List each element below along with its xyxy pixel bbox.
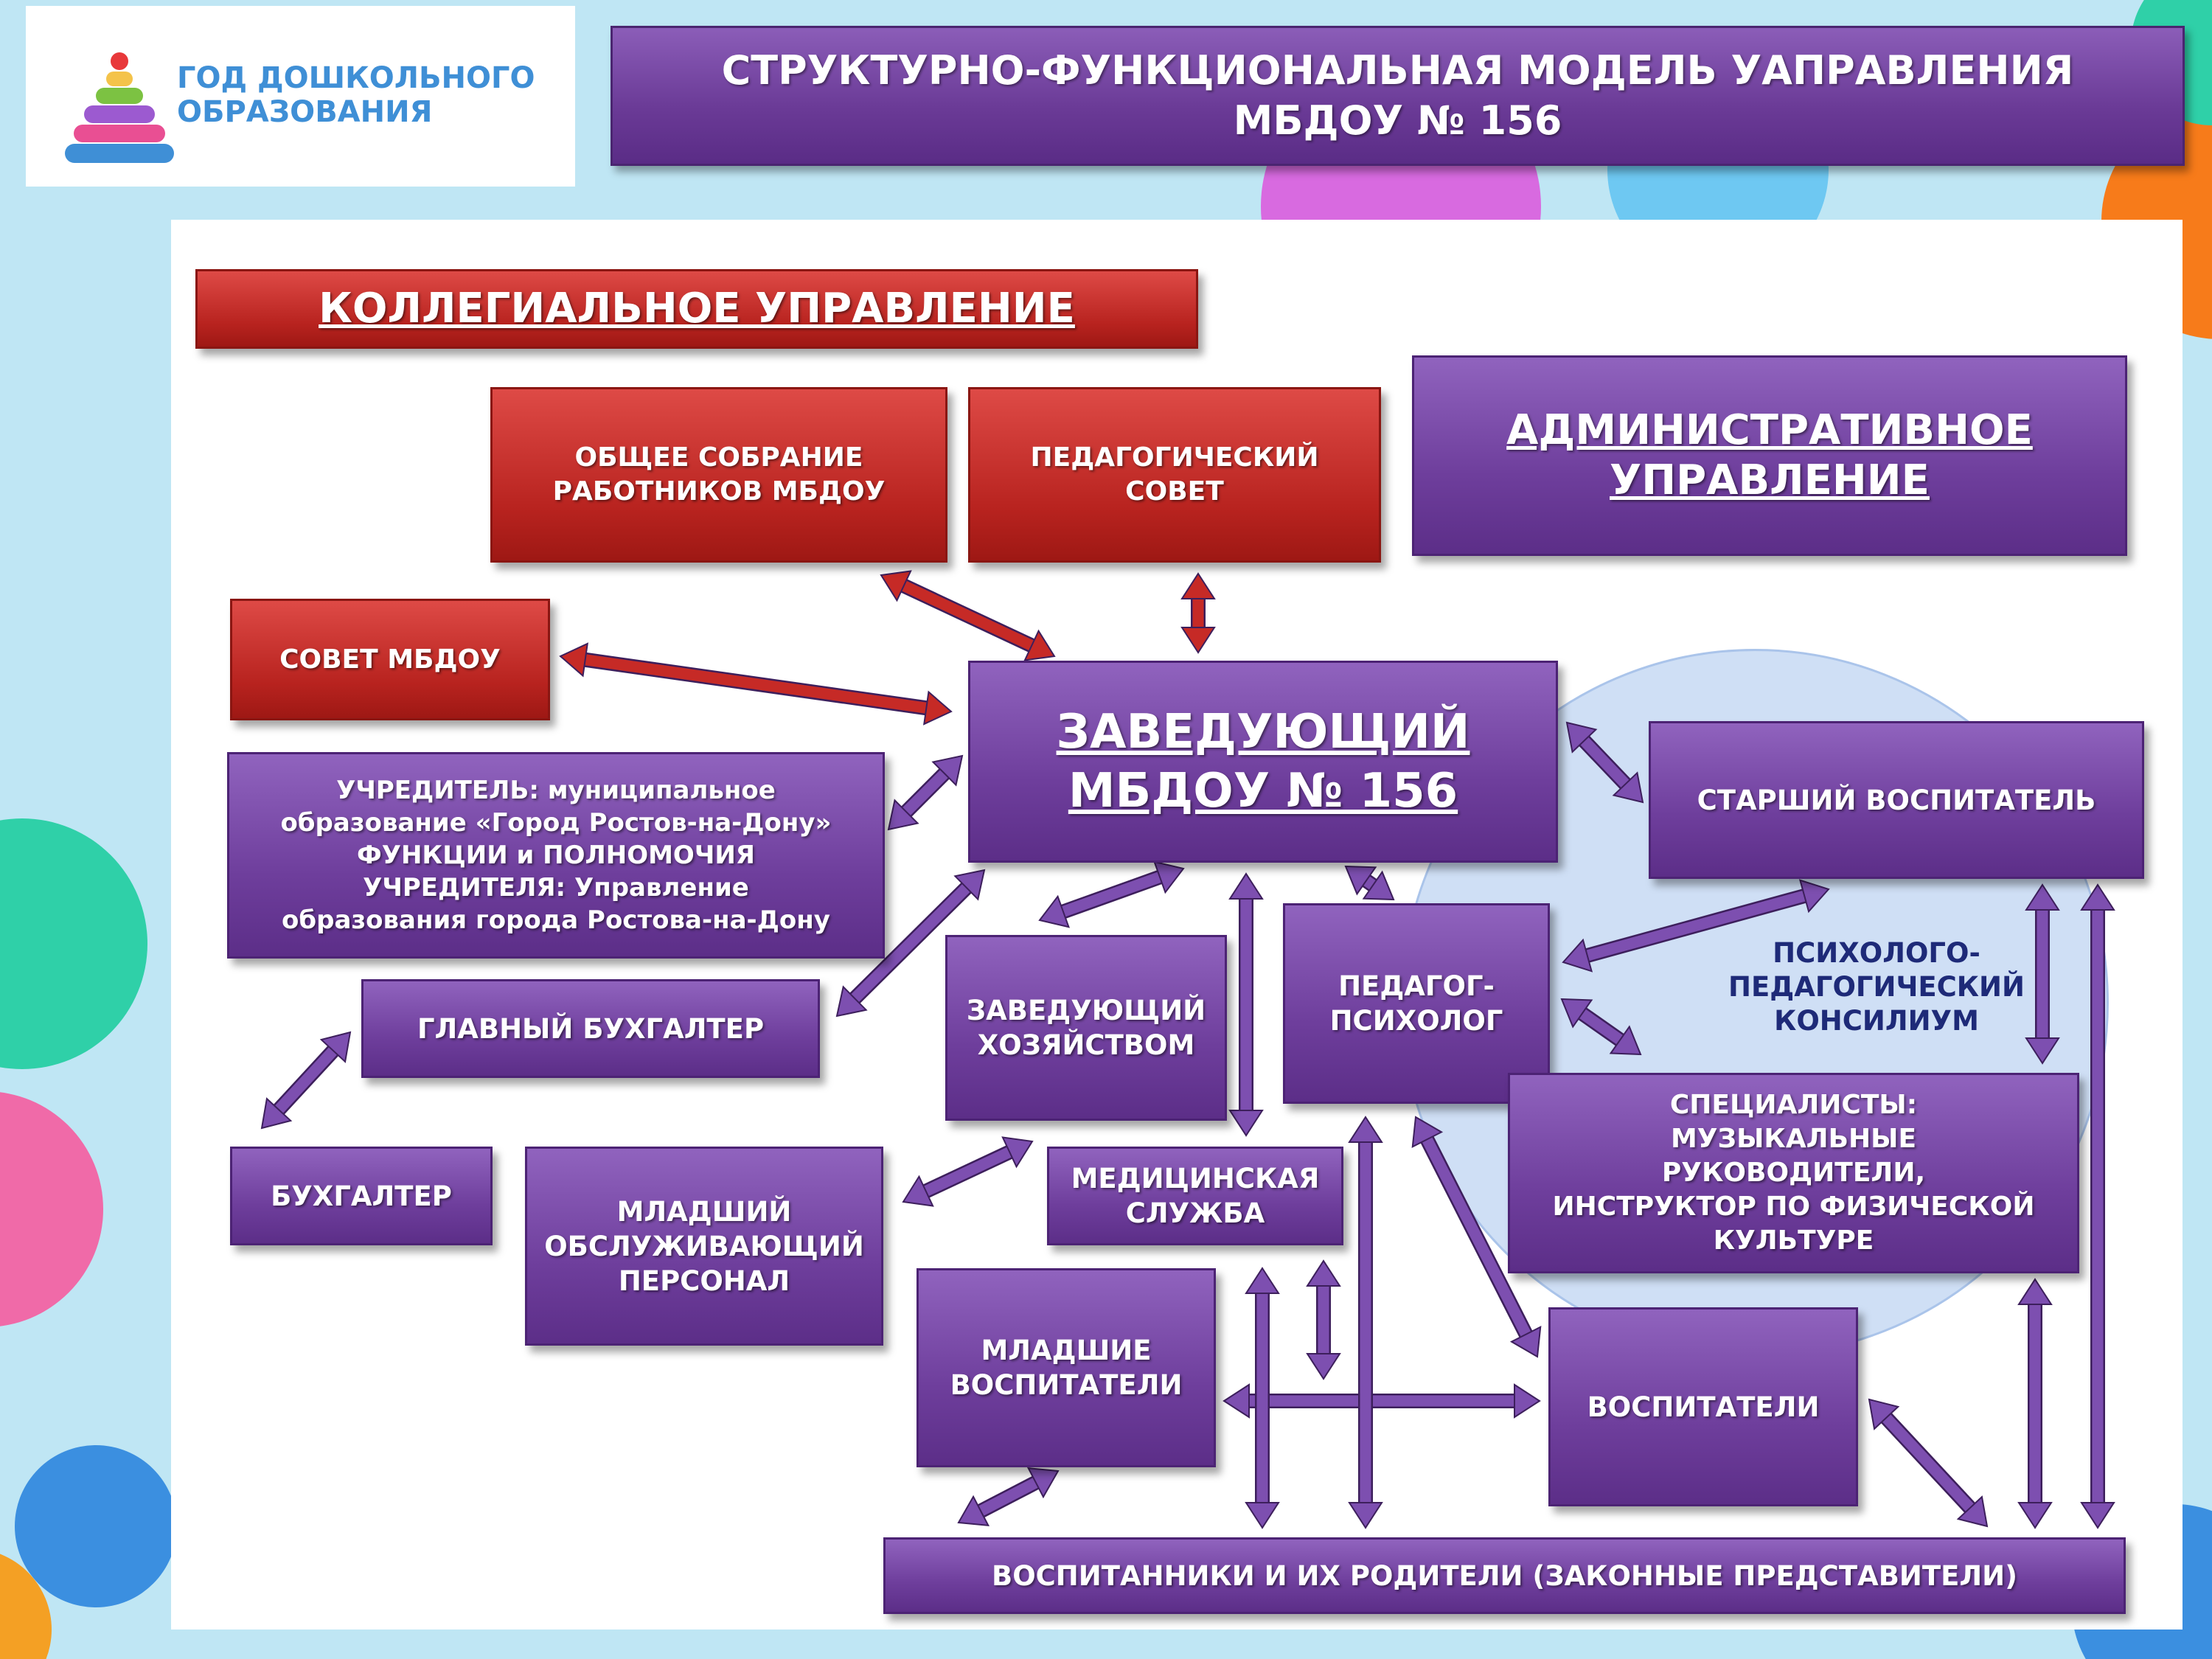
- node-junior-staff: МЛАДШИЙ ОБСЛУЖИВАЮЩИЙ ПЕРСОНАЛ: [525, 1147, 883, 1346]
- logo-text: Год дошкольного образования: [177, 61, 535, 129]
- node-chief-accountant: ГЛАВНЫЙ БУХГАЛТЕР: [361, 979, 820, 1078]
- node-administrative-management: АДМИНИСТРАТИВНОЕ УПРАВЛЕНИЕ: [1412, 355, 2127, 556]
- node-pupils-parents: ВОСПИТАННИКИ И ИХ РОДИТЕЛИ (ЗАКОННЫЕ ПРЕ…: [883, 1537, 2126, 1614]
- node-council: СОВЕТ МБДОУ: [230, 599, 550, 720]
- node-housekeeping-head: ЗАВЕДУЮЩИЙ ХОЗЯЙСТВОМ: [945, 935, 1227, 1121]
- pyramid-toy-icon: [65, 52, 174, 163]
- node-collegial-management: КОЛЛЕГИАЛЬНОЕ УПРАВЛЕНИЕ: [195, 269, 1198, 349]
- node-founder: УЧРЕДИТЕЛЬ: муниципальное образование «Г…: [227, 752, 885, 959]
- node-pedagogical-council: ПЕДАГОГИЧЕСКИЙ СОВЕТ: [968, 387, 1381, 563]
- node-senior-educator: СТАРШИЙ ВОСПИТАТЕЛЬ: [1649, 721, 2144, 879]
- node-educators: ВОСПИТАТЕЛИ: [1548, 1307, 1858, 1506]
- node-head: ЗАВЕДУЮЩИЙ МБДОУ № 156: [968, 661, 1558, 863]
- node-medical-service: МЕДИЦИНСКАЯ СЛУЖБА: [1047, 1147, 1343, 1245]
- node-specialists: СПЕЦИАЛИСТЫ: МУЗЫКАЛЬНЫЕ РУКОВОДИТЕЛИ, И…: [1508, 1073, 2079, 1273]
- title-banner: СТРУКТУРНО-ФУНКЦИОНАЛЬНАЯ МОДЕЛЬ УАПРАВЛ…: [611, 26, 2185, 166]
- page-title: СТРУКТУРНО-ФУНКЦИОНАЛЬНАЯ МОДЕЛЬ УАПРАВЛ…: [721, 47, 2074, 144]
- node-psychologist: ПЕДАГОГ- ПСИХОЛОГ: [1283, 903, 1550, 1104]
- label-psych-council: ПСИХОЛОГО- ПЕДАГОГИЧЕСКИЙ КОНСИЛИУМ: [1728, 937, 2025, 1037]
- logo: Год дошкольного образования: [26, 6, 575, 187]
- node-junior-educators: МЛАДШИЕ ВОСПИТАТЕЛИ: [917, 1268, 1216, 1467]
- node-accountant: БУХГАЛТЕР: [230, 1147, 493, 1245]
- node-general-meeting: ОБЩЕЕ СОБРАНИЕ РАБОТНИКОВ МБДОУ: [490, 387, 947, 563]
